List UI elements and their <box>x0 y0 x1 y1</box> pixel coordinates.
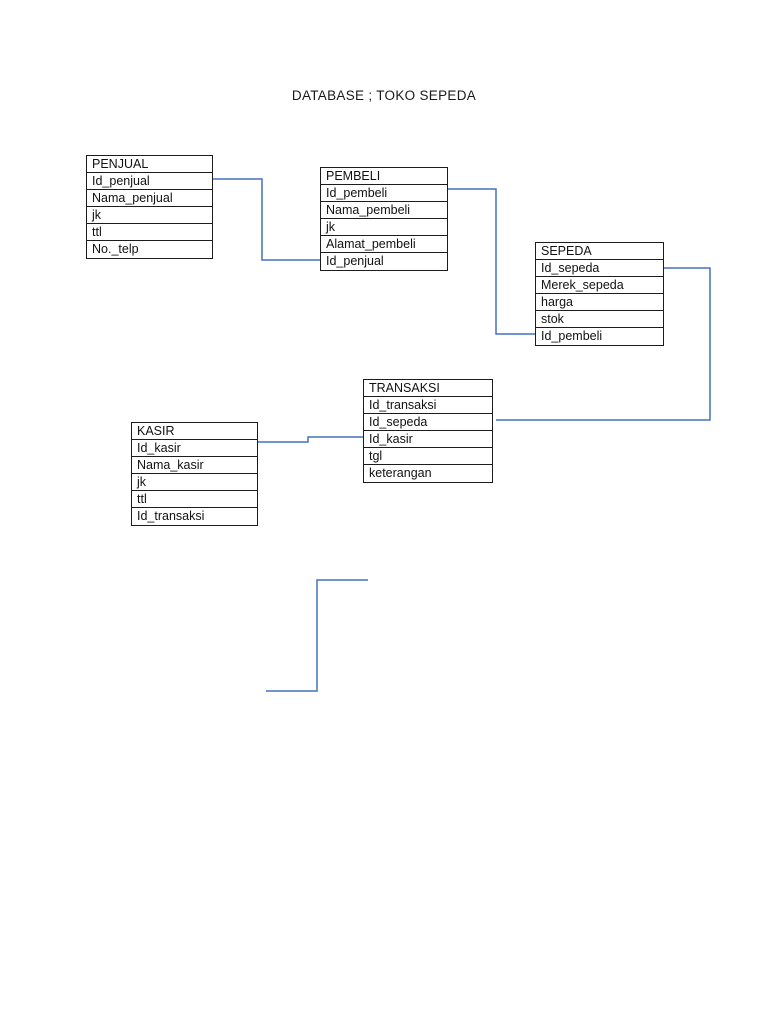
table-pembeli-field-id-penjual: Id_penjual <box>326 254 384 268</box>
table-kasir-field-nama-kasir: Nama_kasir <box>132 457 257 474</box>
table-pembeli-field-alamat-pembeli: Alamat_pembeli <box>321 236 447 253</box>
table-pembeli-field-nama-pembeli: Nama_pembeli <box>321 202 447 219</box>
table-sepeda-field-stok: stok <box>536 311 663 328</box>
table-kasir-field-ttl: ttl <box>132 491 257 508</box>
connector-kasir-id_kasir-to-transaksi-id_kasir <box>258 436 364 443</box>
table-transaksi-field-id-kasir: Id_kasir <box>364 431 492 448</box>
table-sepeda-field-merek-sepeda: Merek_sepeda <box>536 277 663 294</box>
table-sepeda-field-harga: harga <box>536 294 663 311</box>
table-pembeli-field-jk: jk <box>321 219 447 236</box>
table-transaksi-field-keterangan: keterangan <box>369 466 432 480</box>
table-kasir-field-id-transaksi: Id_transaksi <box>137 509 205 523</box>
table-sepeda-field-id-pembeli: Id_pembeli <box>541 329 603 343</box>
table-penjual-field-nama-penjual: Nama_penjual <box>87 190 212 207</box>
table-kasir-field-id-kasir: Id_kasir <box>132 440 257 457</box>
diagram-title: DATABASE ; TOKO SEPEDA <box>291 88 477 103</box>
connector-unattached-connector <box>266 579 368 692</box>
table-pembeli-field-id-pembeli: Id_pembeli <box>321 185 447 202</box>
table-kasir-field-jk: jk <box>132 474 257 491</box>
connector-pembeli-id_pembeli-to-sepeda-id_pembeli <box>448 188 540 335</box>
table-kasir-header: KASIR <box>132 423 257 440</box>
table-sepeda-header: SEPEDA <box>536 243 663 260</box>
table-penjual-field-ttl: ttl <box>87 224 212 241</box>
table-penjual-field-jk: jk <box>87 207 212 224</box>
connector-penjual-id_penjual-to-pembeli-id_penjual <box>213 178 322 261</box>
table-transaksi-field-id-transaksi: Id_transaksi <box>364 397 492 414</box>
table-penjual-header: PENJUAL <box>87 156 212 173</box>
table-pembeli-header: PEMBELI <box>321 168 447 185</box>
table-transaksi-field-tgl: tgl <box>364 448 492 465</box>
table-penjual-field-no-telp: No._telp <box>92 242 139 256</box>
table-transaksi-field-id-sepeda: Id_sepeda <box>364 414 492 431</box>
table-penjual-field-id-penjual: Id_penjual <box>87 173 212 190</box>
table-sepeda-field-id-sepeda: Id_sepeda <box>536 260 663 277</box>
table-transaksi-header: TRANSAKSI <box>364 380 492 397</box>
